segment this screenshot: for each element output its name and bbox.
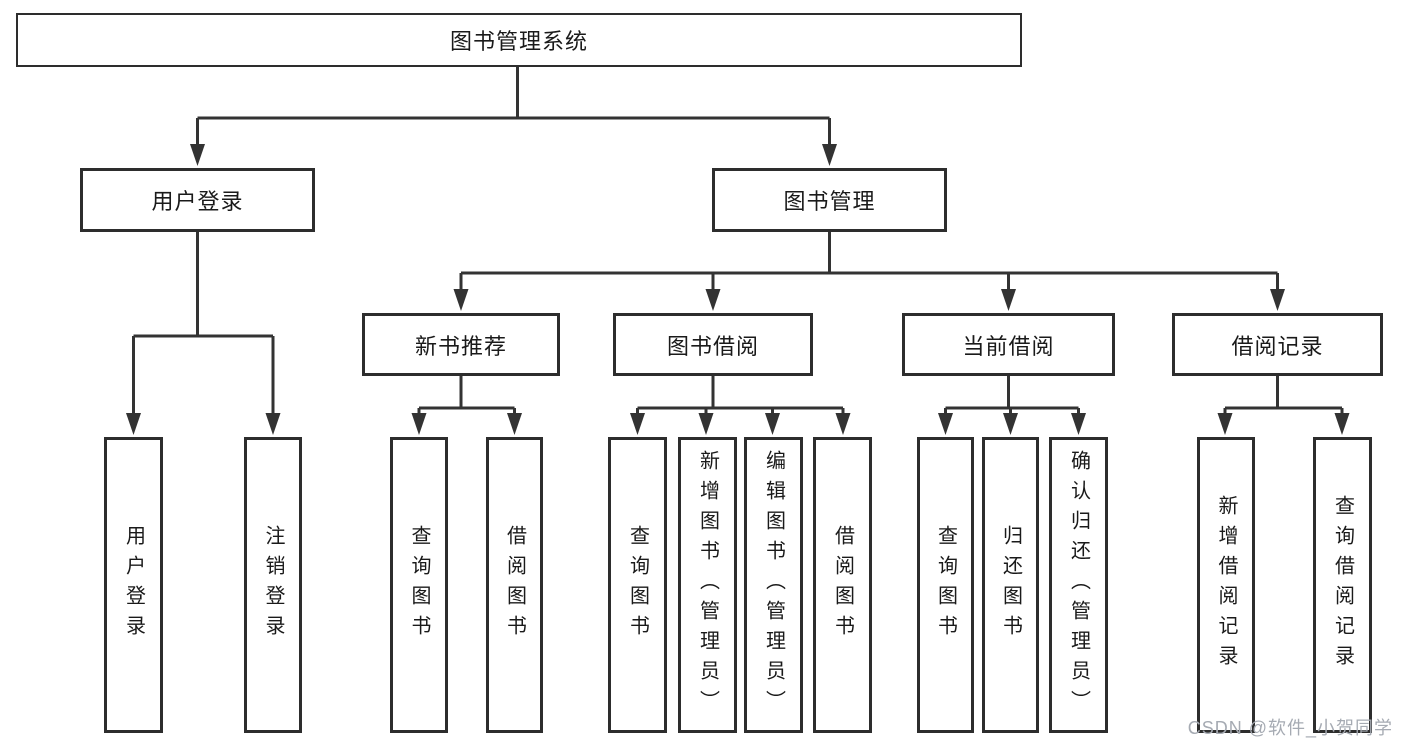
- arrow-down-icon: [1003, 413, 1018, 435]
- node-label: 查询图书: [934, 525, 957, 645]
- node-label: 借阅记录: [1231, 333, 1324, 359]
- node-label: 查询图书: [408, 525, 430, 645]
- node-label: 查询图书: [626, 525, 649, 645]
- node-return-books: 归还图书: [982, 437, 1039, 733]
- node-add-books-admin: 新增图书（管理员）: [678, 437, 737, 733]
- connector-root-to-level2: [196, 67, 831, 150]
- node-add-borrow-record: 新增借阅记录: [1197, 437, 1255, 733]
- node-query-books-under-recommend: 查询图书: [390, 437, 448, 733]
- arrow-down-icon: [453, 289, 469, 311]
- connector-record-to-leaves: [1223, 375, 1344, 419]
- node-logout: 注销登录: [244, 437, 302, 733]
- arrow-down-icon: [765, 413, 780, 435]
- node-label: 新增借阅记录: [1215, 495, 1237, 675]
- node-edit-books-admin: 编辑图书（管理员）: [744, 437, 803, 733]
- node-label: 图书管理系统: [449, 29, 588, 54]
- node-query-books-under-current: 查询图书: [917, 437, 974, 733]
- arrow-down-icon: [938, 413, 953, 435]
- node-label: 新书推荐: [414, 333, 507, 359]
- node-label: 注销登录: [262, 525, 284, 645]
- node-label: 编辑图书（管理员）: [762, 450, 785, 720]
- arrow-down-icon: [705, 289, 721, 311]
- arrow-down-icon: [1001, 289, 1016, 311]
- node-label: 用户登录: [122, 525, 145, 645]
- node-borrow-books-under-borrowing: 借阅图书: [813, 437, 872, 733]
- node-borrow-books-under-recommend: 借阅图书: [486, 437, 543, 733]
- node-current-borrowing: 当前借阅: [902, 313, 1115, 376]
- arrow-down-icon: [507, 413, 522, 435]
- node-label: 图书管理: [783, 189, 876, 214]
- arrow-down-icon: [822, 144, 837, 166]
- node-user-login: 用户登录: [80, 168, 315, 232]
- node-new-book-recommend: 新书推荐: [362, 313, 560, 376]
- node-label: 新增图书（管理员）: [696, 450, 719, 720]
- arrow-down-icon: [265, 413, 281, 435]
- arrow-down-icon: [190, 144, 205, 166]
- arrow-down-icon: [1217, 413, 1233, 435]
- node-confirm-return-admin: 确认归还（管理员）: [1049, 437, 1108, 733]
- node-book-management: 图书管理: [712, 168, 947, 232]
- node-query-books-under-borrowing: 查询图书: [608, 437, 667, 733]
- node-borrowing-records: 借阅记录: [1172, 313, 1383, 376]
- arrow-down-icon: [126, 413, 141, 435]
- node-user-login-leaf: 用户登录: [104, 437, 163, 733]
- node-library-management-system: 图书管理系统: [16, 13, 1022, 67]
- node-label: 当前借阅: [962, 333, 1055, 359]
- connector-mgmt-to-level3: [459, 231, 1279, 295]
- node-label: 查询借阅记录: [1331, 495, 1354, 675]
- arrow-down-icon: [1334, 413, 1350, 435]
- arrow-down-icon: [698, 413, 714, 435]
- connector-login-to-leaves: [132, 231, 275, 419]
- node-label: 借阅图书: [503, 525, 526, 645]
- connector-current-to-leaves: [944, 375, 1080, 419]
- node-book-borrowing: 图书借阅: [613, 313, 813, 376]
- node-label: 归还图书: [999, 525, 1022, 645]
- node-label: 用户登录: [151, 189, 244, 214]
- node-query-borrow-record: 查询借阅记录: [1313, 437, 1372, 733]
- arrow-down-icon: [411, 413, 427, 435]
- connector-borrow-to-leaves: [636, 375, 845, 419]
- csdn-watermark: CSDN @软件_小贺同学: [1187, 718, 1393, 738]
- arrow-down-icon: [630, 413, 645, 435]
- node-label: 图书借阅: [666, 333, 759, 359]
- arrow-down-icon: [1071, 413, 1086, 435]
- connector-newbook-to-leaves: [417, 375, 516, 419]
- node-label: 借阅图书: [831, 525, 854, 645]
- arrow-down-icon: [1270, 289, 1285, 311]
- arrow-down-icon: [835, 413, 851, 435]
- node-label: 确认归还（管理员）: [1067, 450, 1090, 720]
